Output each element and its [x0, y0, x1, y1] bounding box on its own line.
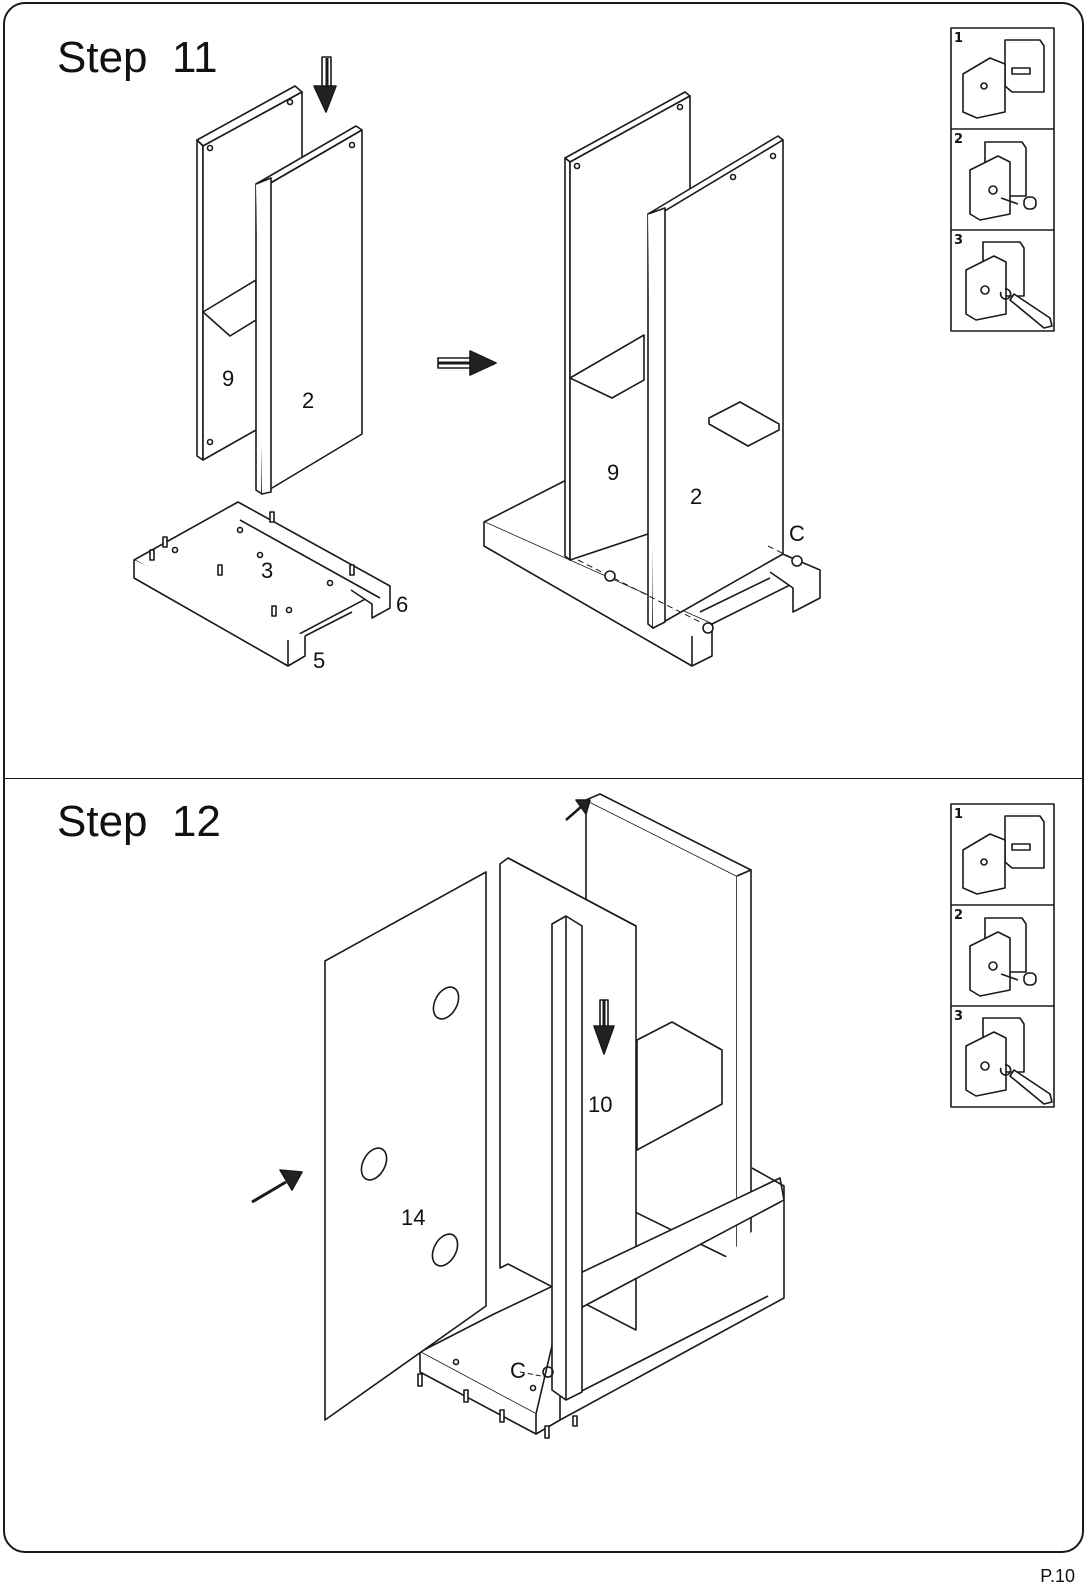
step-12-cam-lock-tips: 1 2 3 — [951, 804, 1054, 1107]
label-cam-c-step-12: C — [510, 1358, 526, 1383]
label-assembled-panel-9: 9 — [607, 460, 619, 485]
label-door-14: 14 — [401, 1205, 425, 1230]
label-base-3: 3 — [261, 558, 273, 583]
label-base-5: 5 — [313, 648, 325, 673]
label-panel-2: 2 — [302, 388, 314, 413]
base-assembly — [134, 502, 390, 666]
panel-2 — [256, 126, 362, 494]
tip-1-number-step-12: 1 — [954, 807, 963, 822]
label-panel-9: 9 — [222, 366, 234, 391]
tip-3-number: 3 — [954, 233, 963, 248]
tip-3-number-step-12: 3 — [954, 1009, 963, 1024]
label-cam-c: C — [789, 521, 805, 546]
label-divider-10: 10 — [588, 1092, 612, 1117]
tip-2-number-step-12: 2 — [954, 908, 963, 923]
label-base-6: 6 — [396, 592, 408, 617]
step-11-cam-lock-tips: 1 2 3 — [951, 28, 1054, 331]
arrow-toward-door-icon — [252, 1170, 302, 1202]
step-12-view: 14 10 C — [252, 794, 784, 1438]
page-number: P.10 — [1040, 1566, 1075, 1587]
tip-2-number: 2 — [954, 132, 963, 147]
label-assembled-panel-2: 2 — [690, 484, 702, 509]
step-11-exploded-view: 9 2 3 6 5 — [134, 57, 408, 673]
tip-1-number: 1 — [954, 31, 963, 46]
step-11-assembled-view: 9 2 C — [484, 92, 820, 666]
down-arrow-icon — [314, 57, 336, 112]
right-arrow-icon — [438, 351, 496, 375]
